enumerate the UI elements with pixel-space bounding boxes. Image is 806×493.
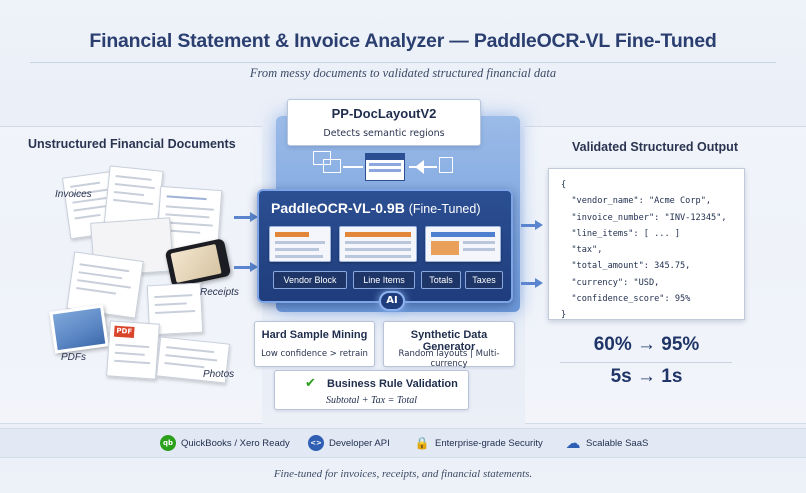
photos-label: Photos: [203, 369, 235, 380]
page-title: Financial Statement & Invoice Analyzer —…: [89, 30, 717, 52]
input-arrow: [234, 212, 258, 222]
validation-rule: Subtotal + Tax = Total: [325, 395, 418, 406]
feature-bar: [0, 428, 806, 458]
output-arrow: [521, 278, 543, 288]
json-line: "confidence_score": 95%: [561, 294, 691, 305]
feature-developer-api: <> Developer API: [308, 434, 390, 452]
input-arrow: [234, 262, 258, 272]
vendor-block-tag: Vendor Block: [273, 271, 347, 289]
layout-model-card: PP-DocLayoutV2 Detects semantic regions: [287, 99, 481, 146]
lock-icon: 🔒: [414, 436, 430, 450]
document-pile: PDF: [18, 160, 258, 390]
checkmark-icon: ✔: [305, 376, 316, 391]
input-heading: Unstructured Financial Documents: [28, 137, 236, 151]
pdf-document: PDF: [106, 320, 160, 380]
photo-print: [49, 304, 109, 354]
totals-tag: Totals: [421, 271, 461, 289]
vl-model-title: PaddleOCR-VL-0.9B (Fine-Tuned): [271, 200, 481, 216]
cloud-icon: ☁: [565, 434, 581, 452]
line-items-thumbnail: [339, 226, 417, 262]
feature-scalable-saas: ☁ Scalable SaaS: [565, 434, 649, 452]
api-icon: <>: [308, 435, 324, 451]
layout-model-title: PP-DocLayoutV2: [331, 106, 437, 121]
synthetic-data-desc: Random layouts | Multi-currency: [398, 349, 500, 369]
pdfs-label: PDFs: [61, 352, 86, 363]
title-divider: [30, 62, 776, 63]
pdf-icon: PDF: [113, 325, 135, 339]
totals-thumbnail: [425, 226, 501, 262]
speed-metric: 5s → 1s: [610, 366, 683, 387]
invoices-label: Invoices: [55, 189, 92, 200]
vl-model-panel: PaddleOCR-VL-0.9B (Fine-Tuned) Vendor Bl…: [257, 189, 513, 311]
taxes-tag: Taxes: [465, 271, 503, 289]
feature-security: 🔒 Enterprise-grade Security: [414, 436, 543, 450]
hard-sample-mining-card: Hard Sample Mining Low confidence > retr…: [254, 321, 375, 367]
footer-note: Fine-tuned for invoices, receipts, and f…: [273, 468, 533, 480]
region-detection-icon: [303, 147, 463, 185]
json-output: { "vendor_name": "Acme Corp", "invoice_n…: [548, 168, 745, 320]
json-line: {: [561, 180, 567, 190]
page-subtitle: From messy documents to validated struct…: [249, 66, 557, 80]
feature-quickbooks: qb QuickBooks / Xero Ready: [160, 434, 290, 452]
validation-card: ✔ Business Rule Validation Subtotal + Ta…: [274, 370, 469, 410]
ai-icon: AI: [379, 291, 405, 311]
validation-title: Business Rule Validation: [327, 378, 458, 390]
output-heading: Validated Structured Output: [572, 140, 738, 154]
metrics-divider: [560, 362, 732, 363]
layout-model-description: Detects semantic regions: [323, 128, 445, 139]
synthetic-data-title: Synthetic Data Generator: [410, 329, 488, 353]
json-line: }: [561, 310, 567, 321]
json-line: "total_amount": 345.75,: [561, 261, 691, 272]
json-line: "line_items": [ ... ]: [561, 228, 680, 239]
hard-sample-mining-desc: Low confidence > retrain: [261, 349, 368, 359]
json-line: "invoice_number": "INV-12345",: [561, 212, 727, 223]
json-line: "tax",: [561, 245, 603, 256]
accuracy-metric: 60% → 95%: [593, 334, 700, 355]
quickbooks-icon: qb: [160, 435, 176, 451]
receipts-label: Receipts: [200, 287, 239, 298]
output-arrow: [521, 220, 543, 230]
hard-sample-mining-title: Hard Sample Mining: [261, 329, 368, 341]
vendor-block-thumbnail: [269, 226, 331, 262]
synthetic-data-card: Synthetic Data Generator Random layouts …: [383, 321, 515, 369]
json-line: "vendor_name": "Acme Corp",: [561, 196, 712, 207]
json-line: "currency": "USD,: [561, 277, 660, 288]
line-items-tag: Line Items: [353, 271, 415, 289]
